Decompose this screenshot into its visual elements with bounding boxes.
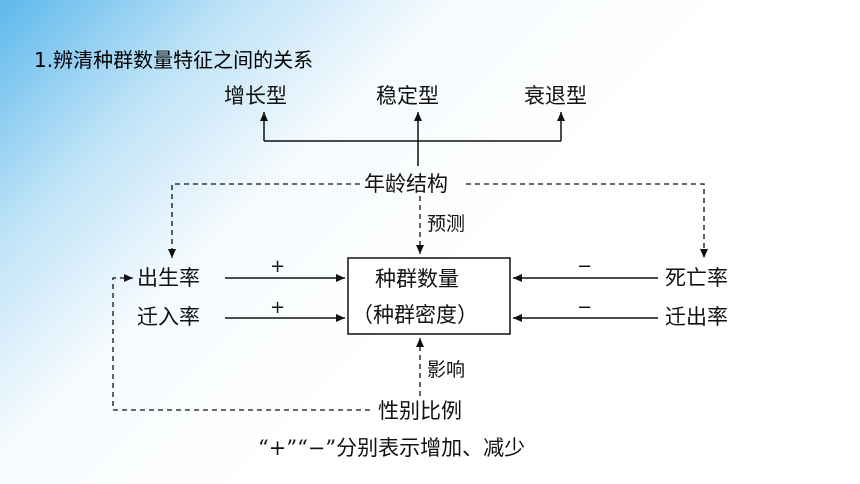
age-type-stable: 稳定型 — [376, 84, 439, 108]
age-structure-label: 年龄结构 — [364, 172, 448, 196]
predict-label: 预测 — [427, 213, 465, 235]
age-type-decline: 衰退型 — [524, 84, 587, 108]
death-minus-sign: − — [577, 256, 592, 277]
immigration-rate-label: 迁入率 — [137, 305, 200, 329]
death-rate-label: 死亡率 — [665, 266, 728, 290]
age-type-growth: 增长型 — [224, 84, 287, 108]
age-type-arrows — [260, 112, 565, 166]
population-size-box — [347, 257, 511, 335]
age-structure-dashed-links — [168, 183, 708, 258]
emigration-minus-sign: − — [577, 297, 592, 318]
emigration-rate-label: 迁出率 — [665, 305, 728, 329]
page-heading: 1.辨清种群数量特征之间的关系 — [34, 48, 314, 72]
birth-rate-label: 出生率 — [137, 266, 200, 290]
immigration-plus-sign: + — [270, 297, 285, 318]
influence-label: 影响 — [427, 359, 465, 381]
birth-plus-sign: + — [270, 256, 285, 277]
sign-legend-note: “+”“−”分别表示增加、减少 — [258, 436, 525, 460]
sex-ratio-label: 性别比例 — [378, 399, 462, 423]
population-density-label: （种群密度） — [352, 303, 478, 327]
rate-arrows — [225, 274, 658, 322]
population-size-label: 种群数量 — [375, 267, 459, 291]
sex-ratio-dashed-links — [112, 274, 424, 411]
